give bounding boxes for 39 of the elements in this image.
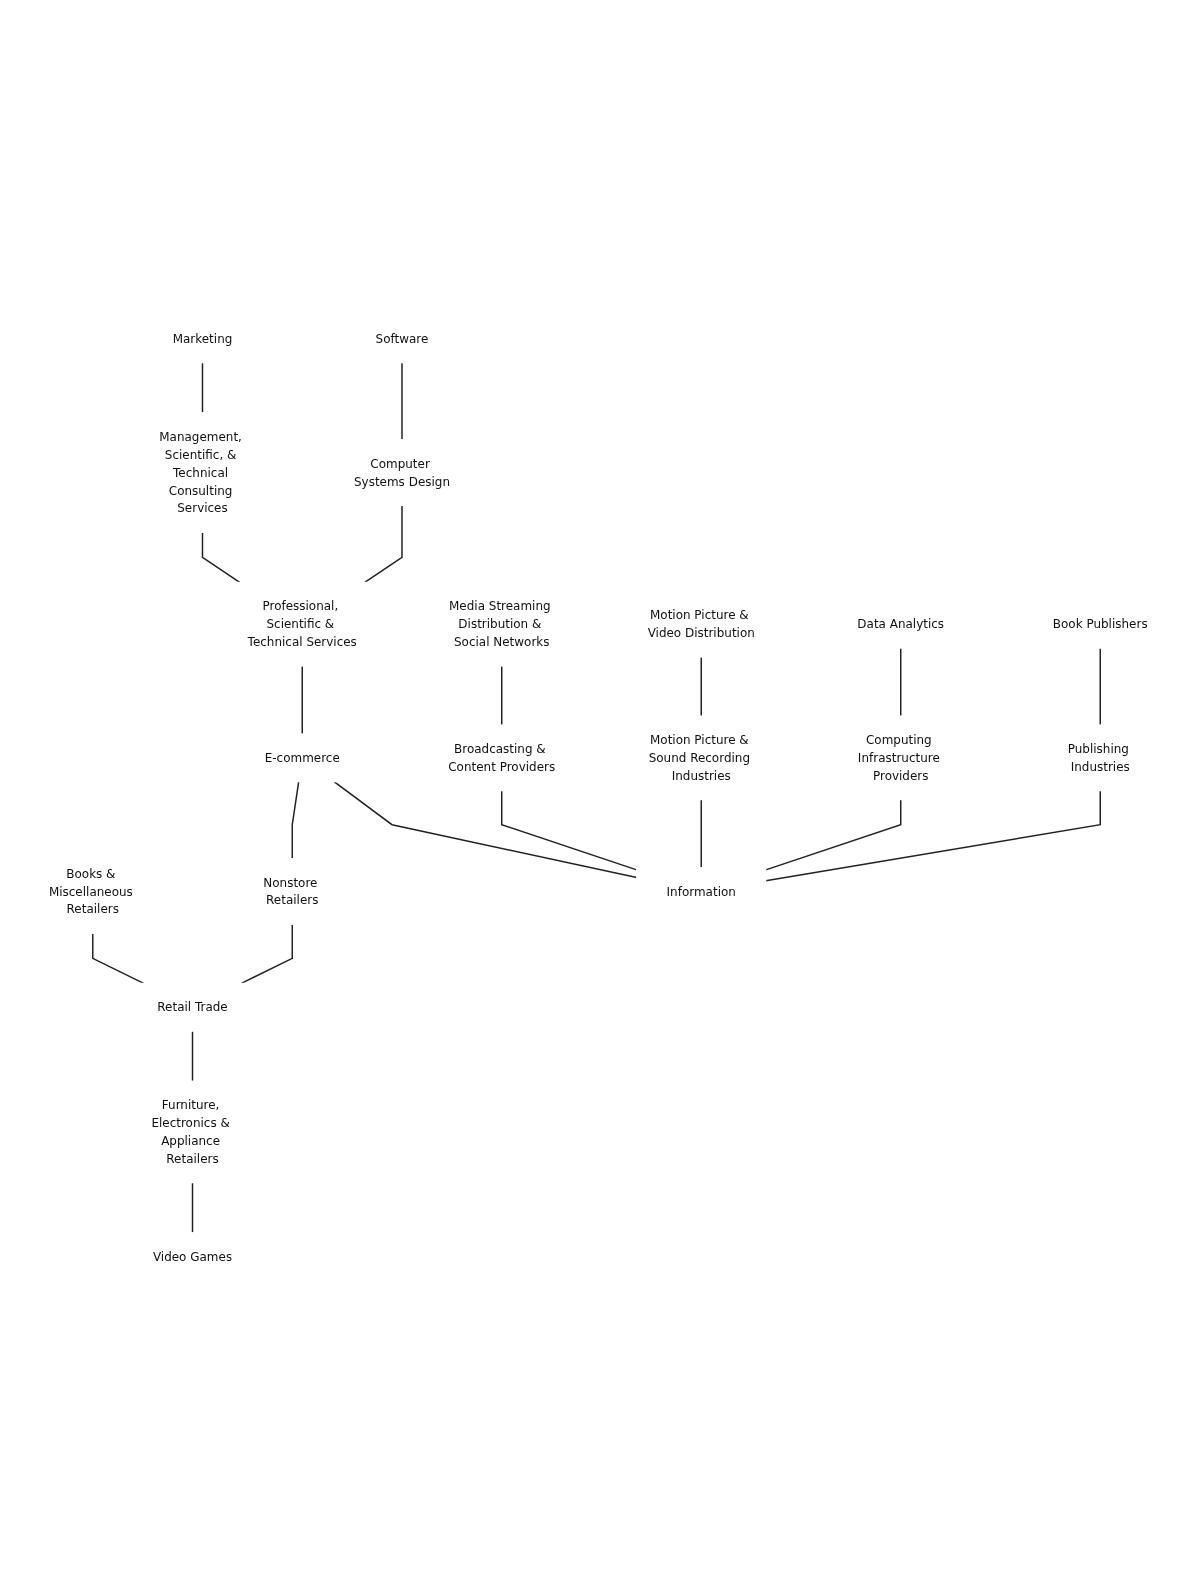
node-text: Video Games bbox=[152, 1249, 233, 1264]
node-text: Software bbox=[375, 332, 429, 347]
node-text: Motion Picture & Video Distribution bbox=[647, 608, 755, 641]
connector bbox=[364, 505, 403, 584]
connector bbox=[401, 362, 403, 441]
connector bbox=[301, 665, 303, 735]
node-text: Motion Picture & Sound Recording Industries bbox=[648, 733, 751, 784]
node-text: Computing Infrastructure Providers bbox=[857, 733, 940, 784]
connector bbox=[1099, 647, 1101, 726]
connector bbox=[191, 1030, 194, 1083]
connector bbox=[700, 656, 702, 717]
connector bbox=[900, 647, 902, 717]
node-text: Books & Miscellaneous Retailers bbox=[48, 866, 133, 917]
connector bbox=[191, 1182, 194, 1234]
connector bbox=[201, 531, 241, 584]
node-text: Nonstore Retailers bbox=[263, 875, 319, 908]
connector bbox=[501, 665, 503, 726]
connector bbox=[765, 799, 902, 871]
node-text: Management, Scientific, & Technical Consulting Services bbox=[159, 429, 242, 516]
node-text: Media Streaming Distribution & Social Networks bbox=[449, 599, 551, 650]
node-text: Information bbox=[666, 884, 736, 899]
node-text: Marketing bbox=[172, 332, 233, 347]
node-text: Computer Systems Design bbox=[353, 456, 450, 489]
connector bbox=[201, 362, 204, 414]
connector bbox=[92, 932, 145, 985]
node-text: Furniture, Electronics & Appliance Retailers bbox=[151, 1098, 230, 1167]
connector bbox=[765, 790, 1101, 882]
node-text: Data Analytics bbox=[857, 617, 945, 632]
node-text: Retail Trade bbox=[157, 1000, 228, 1015]
node-text: Book Publishers bbox=[1052, 617, 1148, 632]
node-text: Broadcasting & Content Providers bbox=[448, 742, 556, 775]
node-text: Publishing Industries bbox=[1067, 742, 1130, 775]
node-text: E-commerce bbox=[264, 751, 340, 766]
connector bbox=[240, 923, 293, 985]
connector bbox=[501, 790, 638, 871]
connector bbox=[291, 781, 300, 860]
node-text: Professional, Scientific & Technical Services bbox=[247, 599, 357, 650]
connector bbox=[333, 781, 638, 879]
connector bbox=[700, 799, 702, 869]
